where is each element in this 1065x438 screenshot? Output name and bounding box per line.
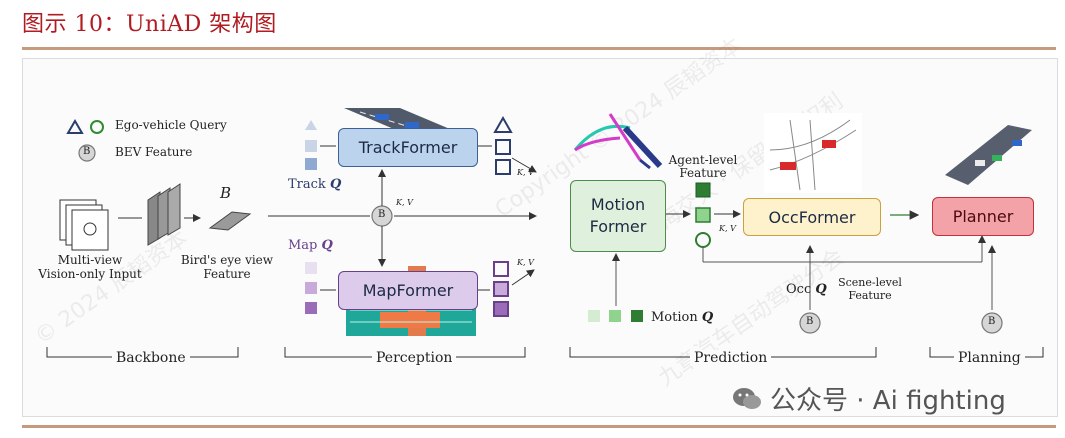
bev-label-line1: Bird's eye view	[180, 253, 274, 267]
bev-node-glyph: B	[378, 209, 386, 220]
occ-q-prefix: Occ	[786, 282, 816, 297]
input-label-line1: Multi-view	[57, 253, 123, 267]
track-q-prefix: Track	[288, 177, 330, 192]
mapformer-label: MapFormer	[362, 281, 454, 300]
ego-query-label: Ego-vehicle Query	[115, 118, 227, 132]
planner-label: Planner	[952, 207, 1014, 226]
scene-level-line1: Scene-level	[838, 276, 902, 289]
motionformer-block: Motion Former	[570, 180, 666, 252]
trackformer-label: TrackFormer	[358, 138, 458, 157]
occformer-label: OccFormer	[768, 207, 856, 227]
occ-query-label: Occ Q	[786, 282, 827, 297]
source-watermark: 公众号 · Ai fighting	[732, 380, 1006, 417]
ego-query-circle-icon	[90, 120, 104, 134]
bev-label-line2: Feature	[203, 267, 251, 281]
figure-title: 图示 10：UniAD 架构图	[22, 12, 277, 37]
kv-label-occ: K, V	[719, 224, 736, 233]
motion-query-label: Motion Q	[651, 310, 713, 325]
motion-q-symbol: Q	[701, 310, 714, 325]
camera-stack-icon	[59, 199, 109, 251]
wechat-icon	[733, 387, 761, 409]
map-query-label: Map Q	[288, 238, 333, 253]
bev-feature-legend-icon	[78, 144, 96, 162]
section-perception: Perception	[372, 350, 457, 366]
track-q-symbol: Q	[329, 177, 342, 192]
input-label-line2: Vision-only Input	[38, 267, 142, 281]
planning-scene-thumbnail	[945, 125, 1032, 185]
section-backbone: Backbone	[112, 350, 190, 366]
section-prediction: Prediction	[690, 350, 772, 366]
occ-b-glyph: B	[806, 316, 814, 327]
kv-label-bev: K, V	[396, 198, 413, 207]
motion-trajectory-thumbnail	[573, 113, 663, 170]
occ-bev-node-icon	[799, 312, 821, 334]
mapformer-block: MapFormer	[338, 271, 478, 310]
motionformer-label-line1: Motion	[590, 195, 646, 214]
motion-q-prefix: Motion	[651, 310, 702, 325]
bottom-rule	[22, 425, 1056, 428]
agent-level-line1: Agent-level	[668, 153, 738, 167]
map-q-symbol: Q	[321, 238, 333, 253]
bev-plane-icon	[208, 211, 252, 231]
occupancy-scene-thumbnail	[764, 113, 862, 193]
kv-label-track: K, V	[517, 168, 534, 177]
ego-query-triangle-icon	[66, 119, 84, 134]
map-q-prefix: Map	[288, 238, 322, 253]
track-query-label: Track Q	[288, 177, 341, 192]
planner-b-glyph: B	[988, 316, 996, 327]
bev-feature-label: BEV Feature	[115, 145, 193, 159]
trackformer-block: TrackFormer	[338, 128, 478, 167]
backbone-encoder-icon	[147, 183, 181, 246]
kv-label-map: K, V	[517, 258, 534, 267]
agent-level-line2: Feature	[679, 166, 727, 180]
planner-bev-node-icon	[981, 312, 1003, 334]
legend-b-glyph: B	[83, 146, 91, 157]
bev-symbol: B	[220, 184, 232, 202]
motionformer-label-line2: Former	[589, 217, 647, 236]
occformer-block: OccFormer	[743, 198, 881, 236]
planner-block: Planner	[932, 197, 1034, 236]
occ-q-symbol: Q	[815, 282, 827, 297]
scene-level-line2: Feature	[848, 289, 892, 302]
title-rule	[22, 47, 1056, 50]
section-planning: Planning	[954, 350, 1025, 366]
source-watermark-text: 公众号 · Ai fighting	[770, 386, 1006, 416]
